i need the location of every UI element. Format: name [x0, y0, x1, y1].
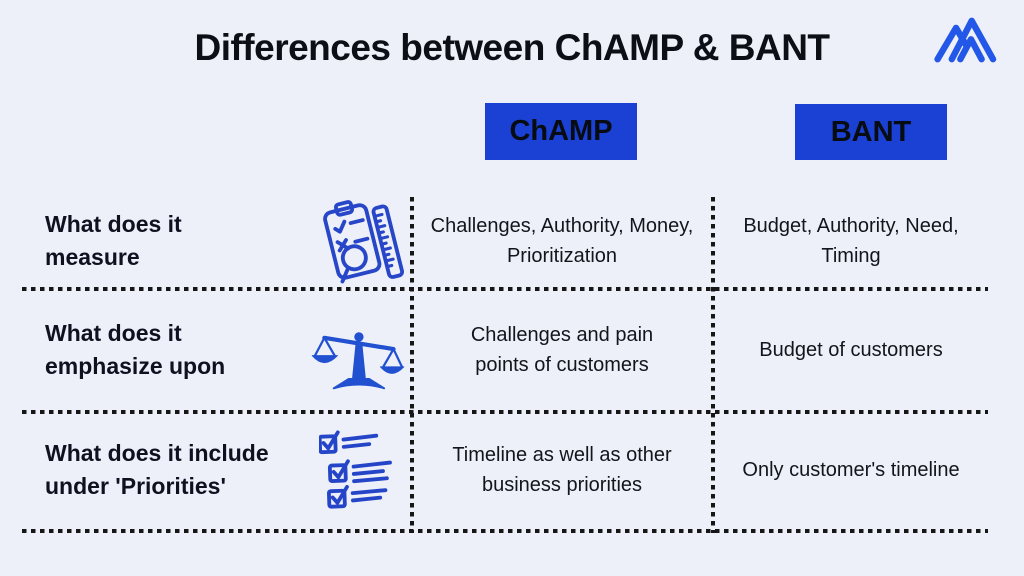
- cell-bant-priorities: Only customer's timeline: [742, 459, 960, 481]
- row-label-line: under 'Priorities': [45, 473, 226, 499]
- balance-scale-icon: [310, 303, 406, 397]
- column-header-champ: ChAMP: [485, 103, 637, 160]
- row-label-line: What does it: [45, 210, 182, 237]
- horizontal-divider-2: [22, 410, 988, 414]
- cell-champ-emphasize: Challenges and pain points of customers: [470, 324, 654, 376]
- clipboard-measure-icon: [303, 197, 405, 284]
- checklist-icon: [316, 423, 406, 517]
- cell-champ-priorities: Timeline as well as other business prior…: [452, 444, 672, 496]
- horizontal-divider-1: [22, 287, 988, 291]
- vertical-divider-2: [711, 197, 715, 533]
- horizontal-divider-3: [22, 529, 988, 533]
- cell-bant-emphasize: Budget of customers: [759, 339, 943, 361]
- row-label-line: What does it: [45, 320, 182, 346]
- row-label-priorities: What does it include under 'Priorities': [45, 423, 317, 517]
- vertical-divider-1: [410, 197, 414, 533]
- page-title: Differences between ChAMP & BANT: [194, 27, 830, 68]
- cell-champ-measure: Challenges, Authority, Money, Prioritiza…: [430, 214, 694, 267]
- cell-bant-measure: Budget, Authority, Need, Timing: [743, 214, 959, 267]
- row-label-line: emphasize upon: [45, 353, 226, 379]
- row-label-measure: What does it measure: [45, 197, 317, 284]
- row-label-line: What does it include: [45, 440, 269, 466]
- row-label-emphasize: What does it emphasize upon: [45, 303, 317, 397]
- mountain-logo-icon: [934, 17, 997, 63]
- column-header-bant: BANT: [795, 104, 947, 160]
- row-label-line: measure: [45, 243, 140, 270]
